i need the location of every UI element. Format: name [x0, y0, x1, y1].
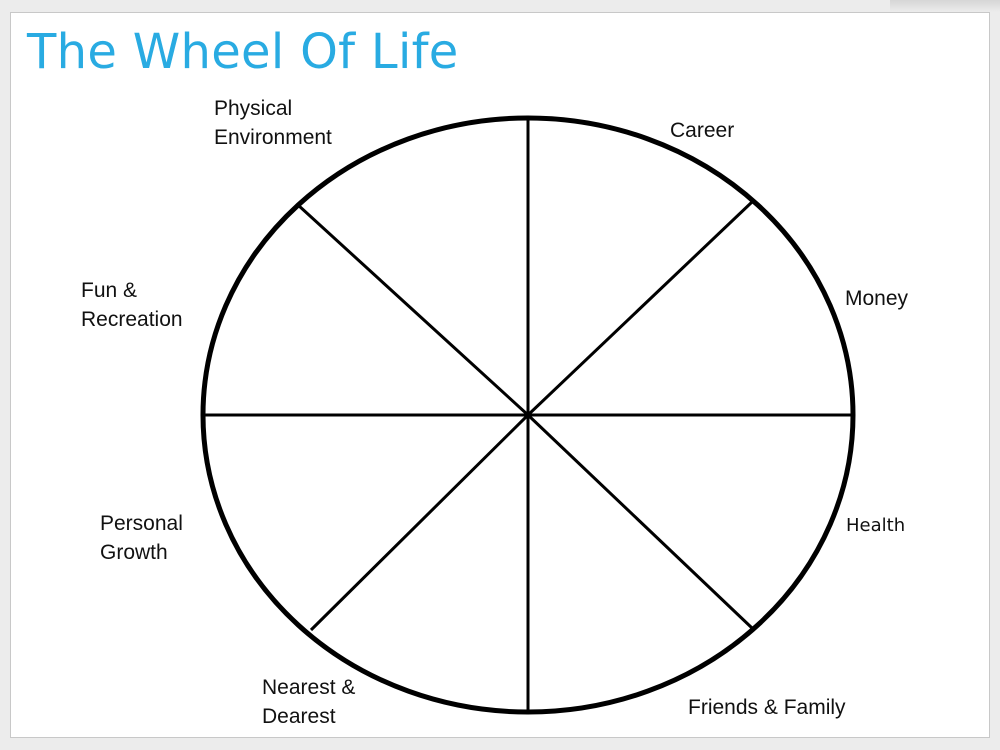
wheel-spoke-diagonal-top-left	[296, 203, 530, 417]
segment-label-line: Nearest &	[262, 676, 356, 699]
segment-label-nearest-dearest: Nearest & Dearest	[262, 673, 355, 731]
segment-label-fun-recreation: Fun & Recreation	[81, 276, 183, 334]
segment-label-line: Dearest	[262, 705, 336, 728]
page-corner-shadow	[890, 0, 1000, 12]
segment-label-line: Recreation	[81, 308, 183, 331]
segment-label-line: Environment	[214, 126, 332, 149]
segment-label-line: Health	[846, 515, 906, 536]
segment-label-line: Money	[845, 287, 909, 310]
segment-label-line: Friends & Family	[688, 696, 846, 719]
segment-label-personal-growth: Personal Growth	[100, 509, 183, 567]
segment-label-line: Growth	[100, 541, 168, 564]
segment-label-line: Fun &	[81, 279, 138, 302]
segment-label-line: Career	[670, 119, 735, 142]
wheel-spoke-diagonal-bottom-left	[309, 413, 530, 632]
segment-label-career: Career	[670, 116, 734, 145]
segment-label-money: Money	[845, 284, 908, 313]
segment-label-line: Personal	[100, 512, 183, 535]
page-title: The Wheel Of Life	[27, 24, 459, 80]
wheel-spoke-diagonal-bottom-right	[526, 413, 754, 630]
segment-label-line: Physical	[214, 97, 293, 120]
segment-label-health: Health	[846, 511, 905, 540]
wheel-spoke-diagonal-top-right	[526, 200, 754, 417]
segment-label-physical-environment: Physical Environment	[214, 94, 332, 152]
segment-label-friends-family: Friends & Family	[688, 693, 846, 722]
